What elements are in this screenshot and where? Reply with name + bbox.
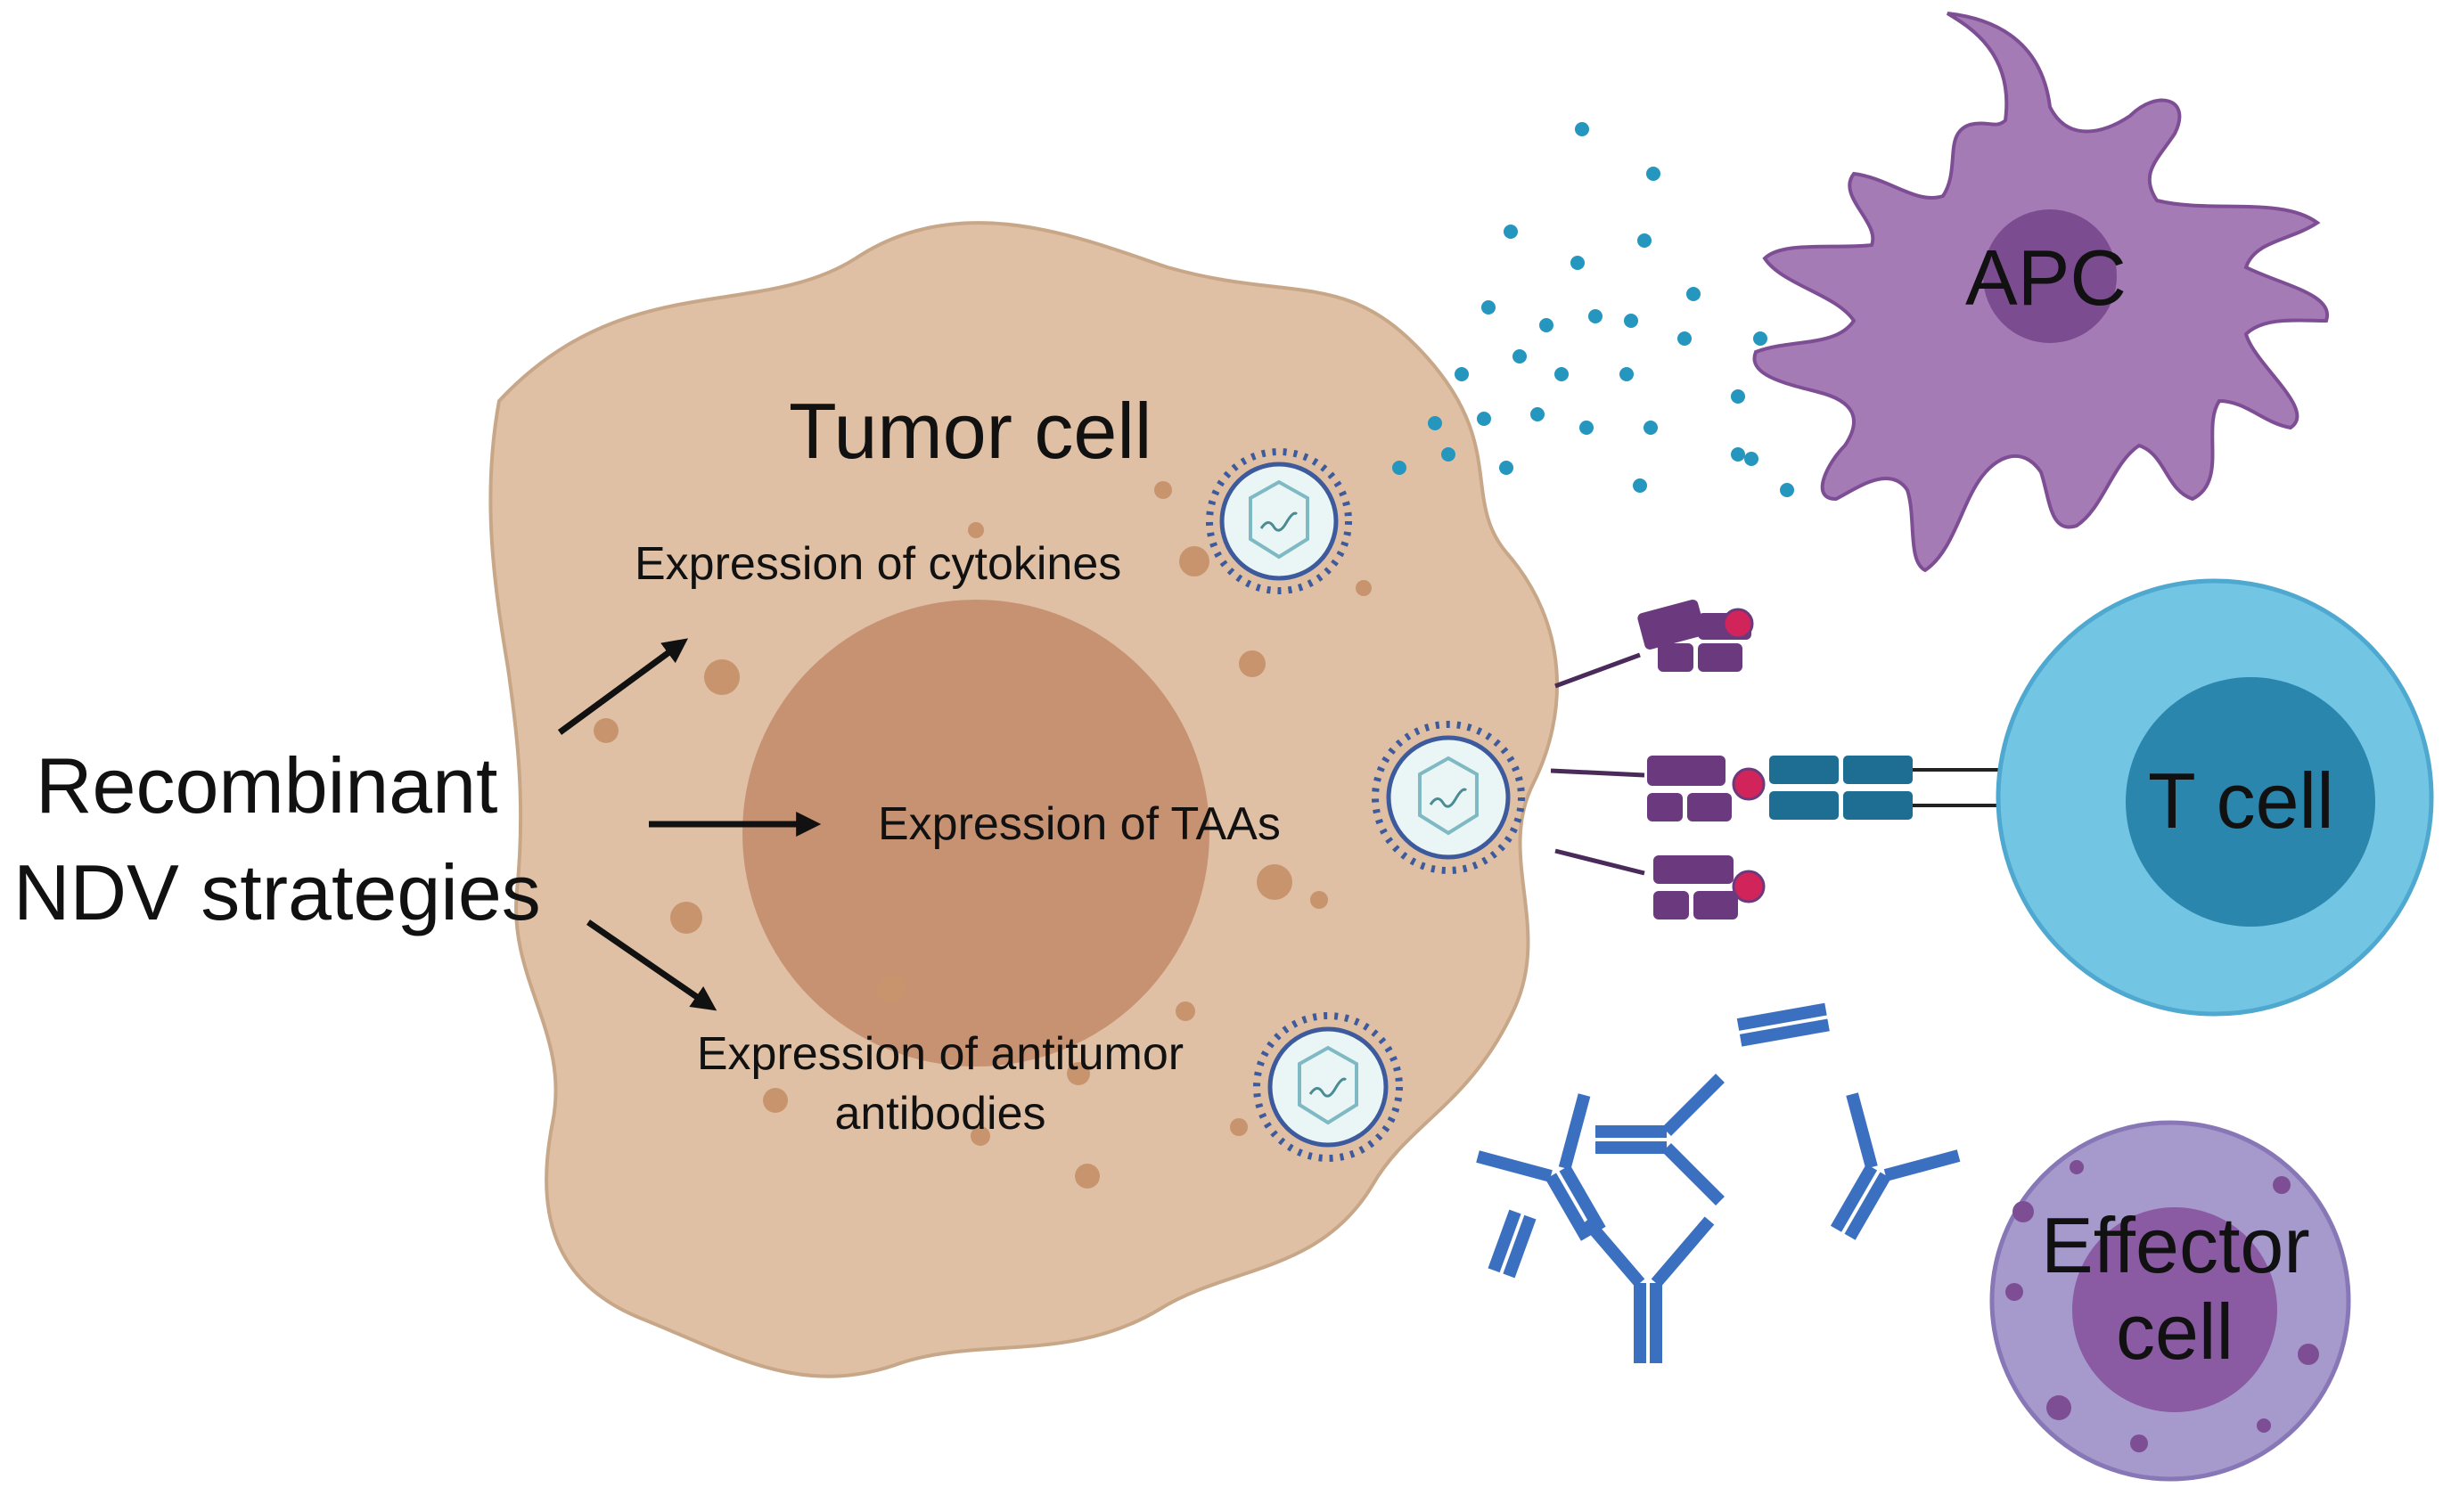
expression-antibodies-label: Expression of antitumor antibodies (664, 1025, 1217, 1143)
arrow-to-antibodies (586, 919, 717, 1011)
t-cell-nucleus (2126, 677, 2375, 927)
ndv-virus (1372, 721, 1525, 874)
tumor-nucleus (742, 600, 1209, 1067)
effector-label-line2: cell (2115, 1287, 2234, 1376)
apc-nucleus (1983, 209, 2117, 343)
mhc-complex (1554, 599, 1754, 689)
antibody (1581, 1216, 1715, 1363)
apc-label: APC (1965, 233, 2127, 322)
strategy-label-line1: Recombinant (36, 741, 498, 830)
antibody (1830, 1092, 1961, 1240)
ndv-virus (1206, 448, 1352, 594)
effector-cell-label: Effector cell (2041, 1201, 2310, 1376)
antibody (1736, 1002, 1830, 1047)
effector-granules (2005, 1160, 2319, 1452)
t-cell-label: T cell (2148, 756, 2334, 845)
arrow-to-cytokines (557, 638, 689, 735)
expression-antibodies-line1: Expression of antitumor (696, 1028, 1185, 1080)
tumor-cell-label: Tumor cell (789, 387, 1152, 475)
expression-antibodies-line2: antibodies (834, 1087, 1046, 1140)
expression-taas-label: Expression of TAAs (878, 798, 1281, 850)
effector-cell-nucleus (2072, 1207, 2277, 1412)
antibody (1488, 1209, 1537, 1279)
expression-cytokines-label: Expression of cytokines (635, 538, 1122, 590)
ndv-virus (1253, 1012, 1403, 1162)
mhc-complex (1554, 848, 1766, 919)
tumor-granules (594, 481, 1372, 1189)
antibody (1476, 1093, 1606, 1241)
strategy-label-line2: NDV strategies (13, 848, 541, 936)
cytokine-dots (1392, 122, 1794, 497)
antibodies (1476, 1002, 1961, 1363)
mhc-complex (1550, 756, 2041, 821)
antibody (1595, 1074, 1725, 1206)
effector-label-line1: Effector (2041, 1201, 2310, 1289)
